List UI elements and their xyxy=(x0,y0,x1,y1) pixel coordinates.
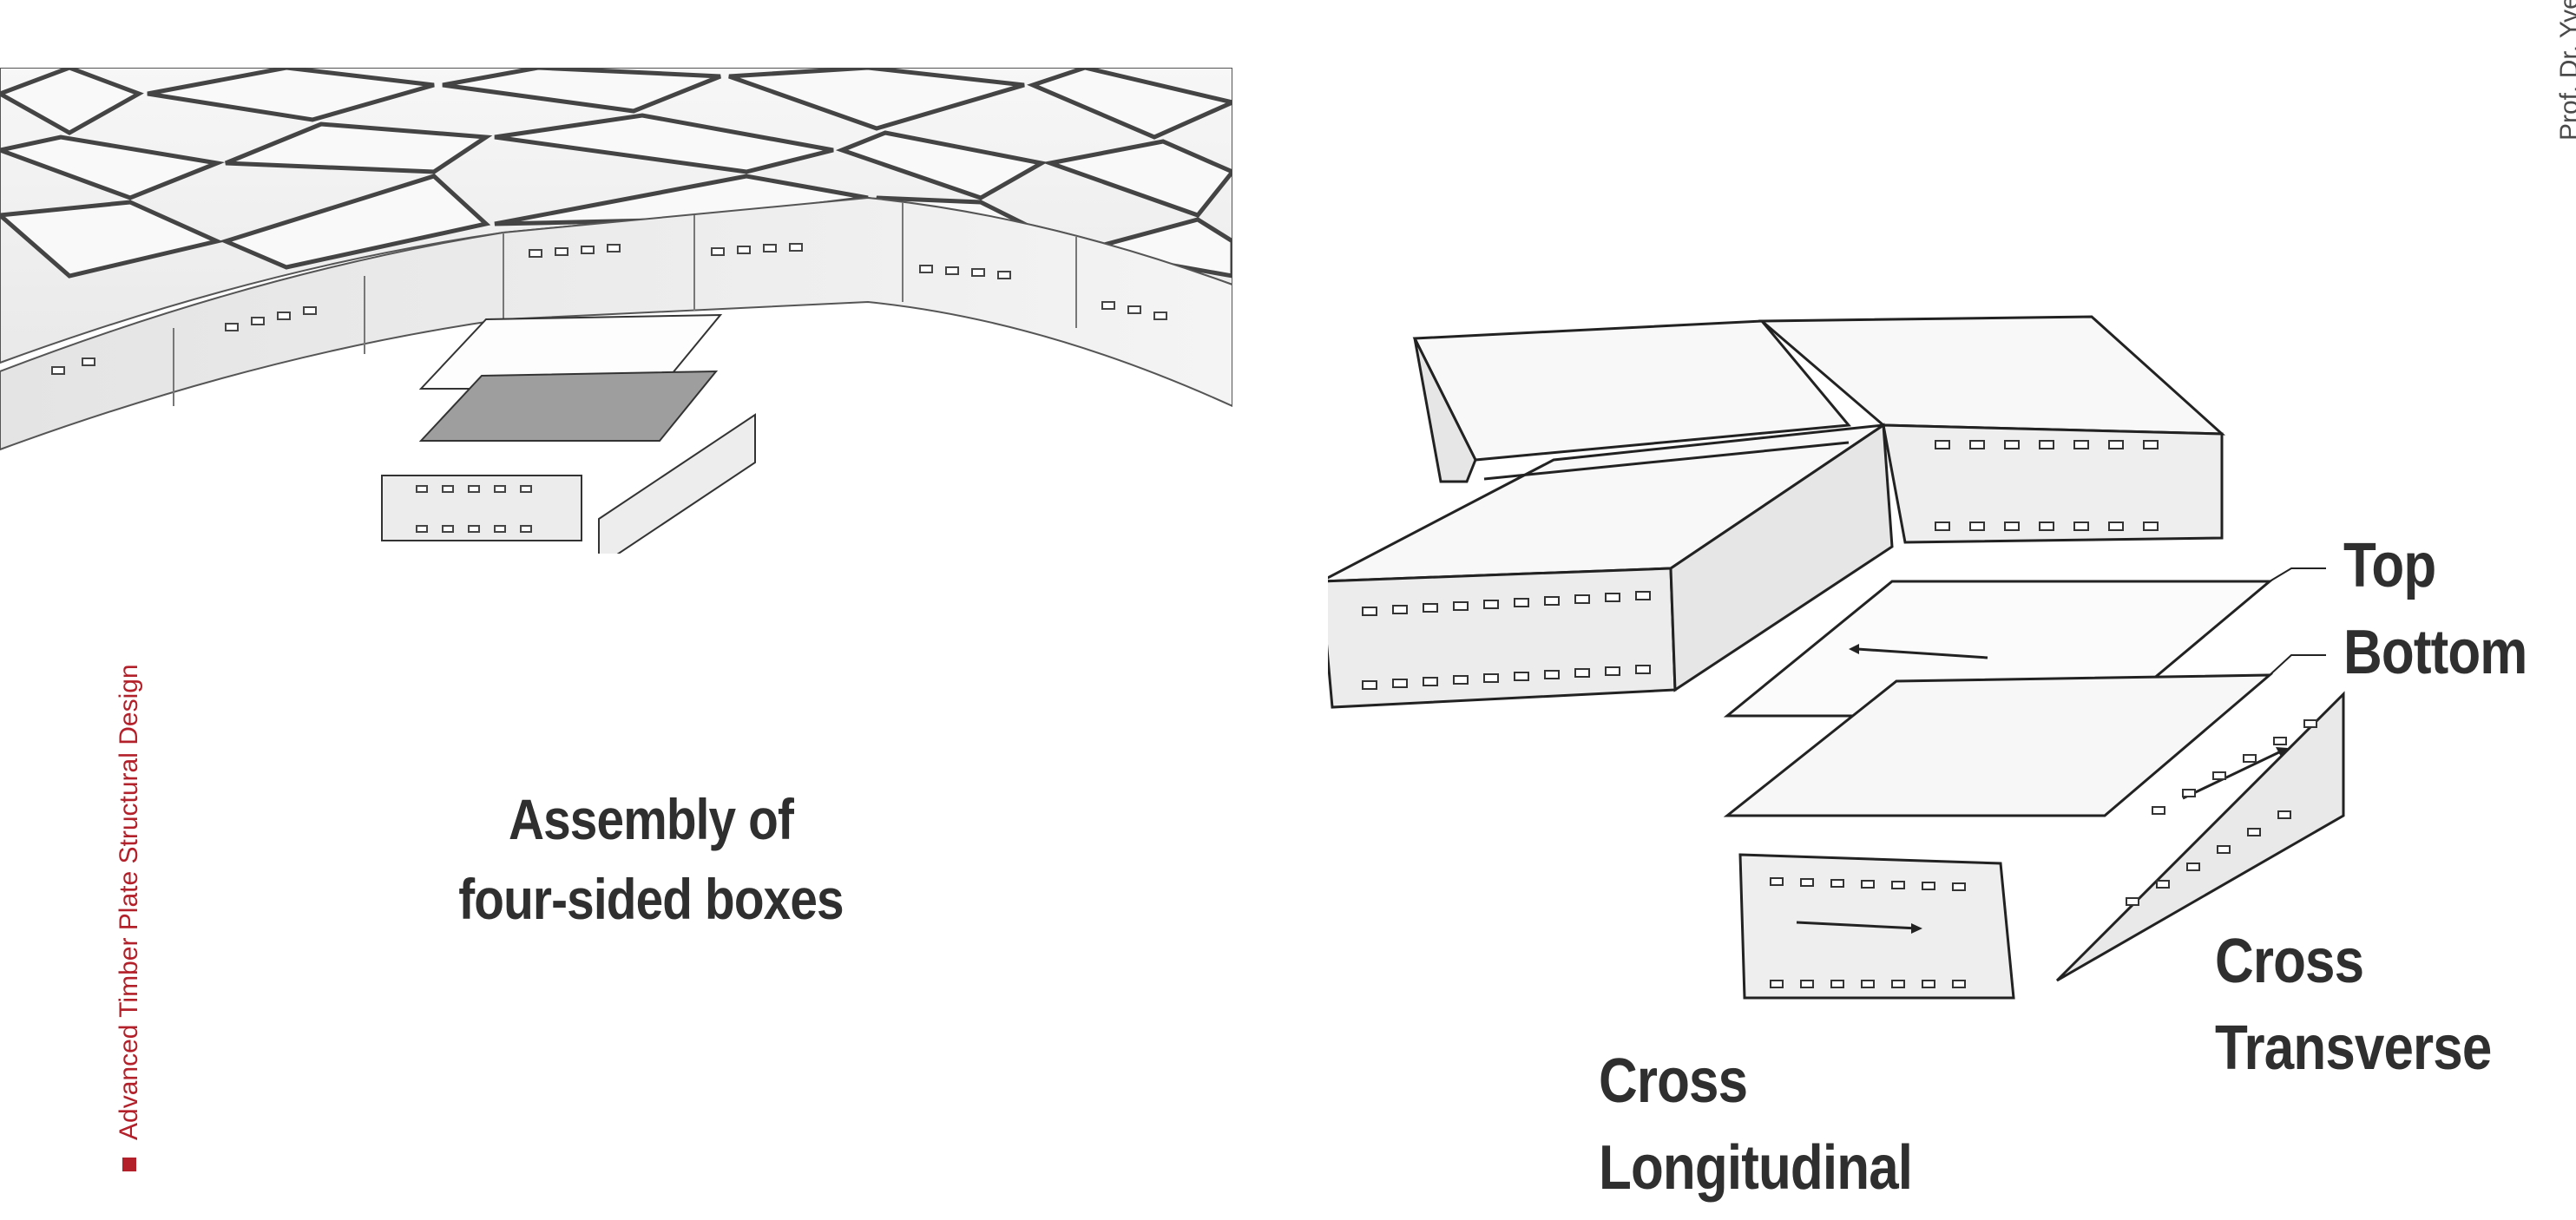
label-cross-longitudinal-line-1: Cross xyxy=(1599,1046,1748,1116)
exploded-box-illustration xyxy=(1328,315,2345,1000)
course-title-text: Advanced Timber Plate Structural Design xyxy=(115,664,143,1140)
label-cross-transverse: Cross Transverse xyxy=(2215,918,2492,1092)
accent-square xyxy=(122,1158,136,1171)
label-cross-transverse-line-2: Transverse xyxy=(2215,1013,2492,1083)
caption-line-1: Assembly of xyxy=(508,787,794,851)
label-cross-longitudinal: Cross Longitudinal xyxy=(1599,1038,1913,1211)
caption-line-2: four-sided boxes xyxy=(458,867,844,931)
label-cross-transverse-line-1: Cross xyxy=(2215,927,2364,996)
author-vertical: Prof. Dr. Yve xyxy=(2555,0,2576,141)
course-title-vertical: Advanced Timber Plate Structural Design xyxy=(115,664,144,1171)
label-top: Top xyxy=(2343,531,2436,600)
label-cross-longitudinal-line-2: Longitudinal xyxy=(1599,1133,1913,1203)
caption: Assembly of four-sided boxes xyxy=(408,779,894,939)
label-bottom: Bottom xyxy=(2343,618,2527,687)
shell-illustration xyxy=(0,68,1232,554)
